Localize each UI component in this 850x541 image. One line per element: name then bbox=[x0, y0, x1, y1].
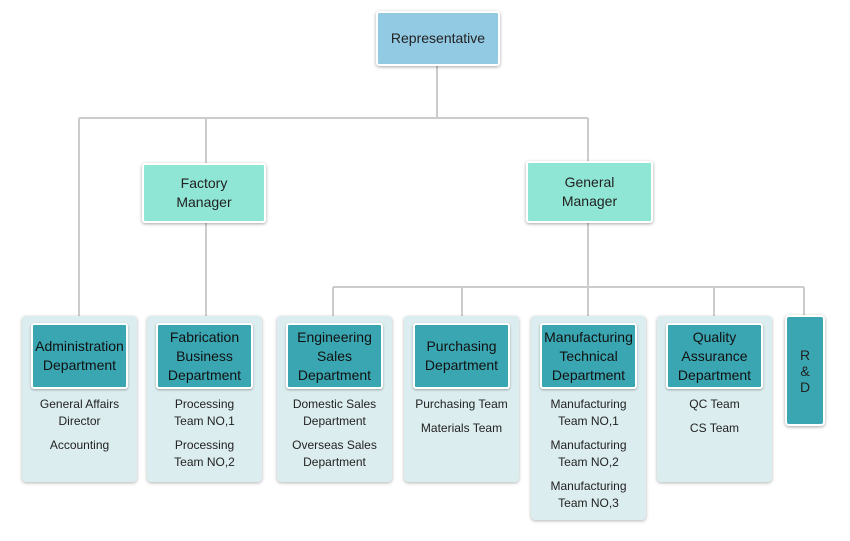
list-item: Purchasing Team bbox=[415, 397, 508, 411]
manufacturing-technical-panel: Manufacturing Technical Department Manuf… bbox=[531, 316, 646, 520]
administration-department-box[interactable]: Administration Department bbox=[31, 323, 128, 389]
manufacturing-technical-items: Manufacturing Team NO,1 Manufacturing Te… bbox=[531, 396, 646, 519]
list-item: Domestic Sales Department bbox=[292, 397, 377, 428]
list-item: Processing Team NO,2 bbox=[174, 438, 235, 469]
list-item: Manufacturing Team NO,3 bbox=[550, 479, 627, 510]
list-item: Processing Team NO,1 bbox=[174, 397, 235, 428]
representative-node[interactable]: Representative bbox=[376, 11, 500, 66]
purchasing-items: Purchasing Team Materials Team bbox=[404, 396, 519, 444]
quality-assurance-panel: Quality Assurance Department QC Team CS … bbox=[657, 316, 772, 482]
engineering-sales-items: Domestic Sales Department Overseas Sales… bbox=[277, 396, 392, 478]
purchasing-panel: Purchasing Department Purchasing Team Ma… bbox=[404, 316, 519, 482]
quality-assurance-items: QC Team CS Team bbox=[657, 396, 772, 444]
fabrication-items: Processing Team NO,1 Processing Team NO,… bbox=[147, 396, 262, 478]
quality-assurance-department-box[interactable]: Quality Assurance Department bbox=[666, 323, 763, 389]
list-item: Manufacturing Team NO,2 bbox=[550, 438, 627, 469]
engineering-sales-department-box[interactable]: Engineering Sales Department bbox=[286, 323, 383, 389]
list-item: Accounting bbox=[49, 438, 110, 452]
administration-panel: Administration Department General Affair… bbox=[22, 316, 137, 482]
list-item: Manufacturing Team NO,1 bbox=[550, 397, 627, 428]
general-manager-node[interactable]: General Manager bbox=[526, 161, 653, 223]
engineering-sales-panel: Engineering Sales Department Domestic Sa… bbox=[277, 316, 392, 482]
fabrication-panel: Fabrication Business Department Processi… bbox=[147, 316, 262, 482]
purchasing-department-box[interactable]: Purchasing Department bbox=[413, 323, 510, 389]
list-item: Overseas Sales Department bbox=[292, 438, 377, 469]
factory-manager-node[interactable]: Factory Manager bbox=[142, 163, 266, 223]
manufacturing-technical-department-box[interactable]: Manufacturing Technical Department bbox=[540, 323, 637, 389]
list-item: General Affairs Director bbox=[39, 397, 120, 428]
rd-department-box[interactable]: R & D bbox=[785, 315, 825, 426]
list-item: QC Team bbox=[689, 397, 740, 411]
administration-items: General Affairs Director Accounting bbox=[22, 396, 137, 461]
list-item: CS Team bbox=[689, 421, 740, 435]
list-item: Materials Team bbox=[420, 421, 503, 435]
fabrication-department-box[interactable]: Fabrication Business Department bbox=[156, 323, 253, 389]
